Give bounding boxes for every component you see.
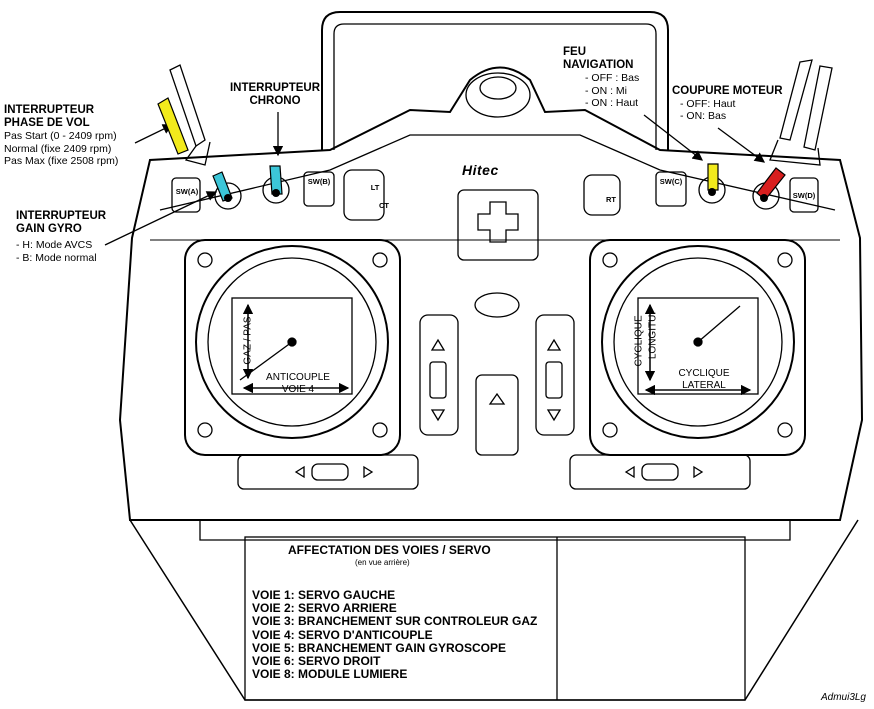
chrono-title1: INTERRUPTEUR xyxy=(229,82,321,94)
yellow-lever-left xyxy=(157,97,189,155)
yellow-lever-right xyxy=(707,163,719,191)
phase-title2: PHASE DE VOL xyxy=(4,117,90,130)
chrono-annotation: INTERRUPTEUR CHRONO xyxy=(225,82,325,108)
right-horizontal-label2: LATERAL xyxy=(682,380,726,391)
gyro-title2: GAIN GYRO xyxy=(16,223,82,236)
neck-dome xyxy=(465,72,531,118)
sw-c-label: SW(C) xyxy=(659,177,683,186)
rt-label: RT xyxy=(606,195,616,204)
trim-left xyxy=(419,314,459,436)
coupure-line1: - OFF: Haut xyxy=(680,98,736,111)
channel-table xyxy=(244,536,746,701)
phase-line3: Pas Max (fixe 2508 rpm) xyxy=(4,154,119,167)
coupure-line2: - ON: Bas xyxy=(680,110,727,123)
chrono-title2: CHRONO xyxy=(249,95,301,108)
channel-row: VOIE 4: SERVO D'ANTICOUPLE xyxy=(252,627,433,642)
trim-right xyxy=(535,314,575,436)
feu-annotation: FEU NAVIGATION - OFF : Bas - ON : Mi - O… xyxy=(563,46,639,109)
dpad xyxy=(477,201,519,243)
right-horizontal-label1: CYCLIQUE xyxy=(678,368,730,379)
channel-row: VOIE 6: SERVO DROIT xyxy=(252,654,381,669)
feu-line1: - OFF : Bas xyxy=(585,72,640,85)
trim-bottom-left xyxy=(237,454,419,490)
lt-label: LT xyxy=(370,183,380,192)
sw-c-housing xyxy=(655,171,687,207)
phase-annotation: INTERRUPTEUR PHASE DE VOL Pas Start (0 -… xyxy=(4,104,118,167)
feu-title1: FEU xyxy=(563,46,586,58)
sw-d-housing xyxy=(789,177,819,213)
left-horizontal-label2: VOIE 4 xyxy=(281,384,315,395)
sw-a-housing xyxy=(171,177,201,213)
antenna-right-2 xyxy=(803,65,833,151)
table-subtitle: (en vue arrière) xyxy=(355,558,410,567)
trim-bottom-right xyxy=(569,454,751,490)
feu-title2: NAVIGATION xyxy=(563,59,634,72)
sw-a-label: SW(A) xyxy=(175,187,199,196)
channel-row: VOIE 5: BRANCHEMENT GAIN GYROSCOPE xyxy=(252,640,507,655)
left-horizontal-label1: ANTICOUPLE xyxy=(266,372,330,383)
phase-title1: INTERRUPTEUR xyxy=(4,104,95,116)
gyro-title1: INTERRUPTEUR xyxy=(16,210,107,222)
coupure-title: COUPURE MOTEUR xyxy=(672,85,783,97)
table-title: AFFECTATION DES VOIES / SERVO xyxy=(288,543,491,557)
channel-list: VOIE 1: SERVO GAUCHE VOIE 2: SERVO ARRIE… xyxy=(252,588,538,682)
antenna-left xyxy=(169,64,206,148)
phase-line2: Normal (fixe 2409 rpm) xyxy=(4,142,112,155)
ct-label: CT xyxy=(379,201,389,210)
trim-center xyxy=(475,374,519,456)
channel-row: VOIE 3: BRANCHEMENT SUR CONTROLEUR GAZ xyxy=(252,614,538,629)
gyro-annotation: INTERRUPTEUR GAIN GYRO - H: Mode AVCS - … xyxy=(16,210,106,264)
feu-line2: - ON : Mi xyxy=(585,84,627,97)
cyan-lever-b xyxy=(269,165,283,195)
rt-knob-housing xyxy=(583,174,621,216)
feu-line3: - ON : Haut xyxy=(585,96,639,109)
transmitter-body xyxy=(118,66,864,521)
gimbal-right xyxy=(589,239,806,456)
lt-knob-housing xyxy=(343,169,385,221)
channel-row: VOIE 8: MODULE LUMIERE xyxy=(252,667,408,682)
coupure-annotation: COUPURE MOTEUR - OFF: Haut - ON: Bas xyxy=(672,85,783,122)
channel-row: VOIE 2: SERVO ARRIERE xyxy=(252,601,397,616)
signature: Admui3Lg xyxy=(820,691,866,703)
antenna-right-1 xyxy=(779,59,813,141)
carry-handle xyxy=(321,11,669,150)
sw-b-label: SW(B) xyxy=(307,177,331,186)
left-vertical-label: GAZ / PAS xyxy=(242,316,254,365)
brand-logo: Hitec xyxy=(462,162,499,178)
channel-row: VOIE 1: SERVO GAUCHE xyxy=(252,588,396,602)
gimbal-left xyxy=(184,239,401,456)
sw-b-housing xyxy=(303,171,335,207)
right-vertical-label2: LONGITU. xyxy=(647,311,659,360)
sw-d-label: SW(D) xyxy=(792,191,816,200)
center-panel xyxy=(457,189,539,261)
gyro-line2: - B: Mode normal xyxy=(16,251,97,264)
phase-line1: Pas Start (0 - 2409 rpm) xyxy=(4,130,117,143)
right-vertical-label1: CYCLIQUE xyxy=(633,315,645,367)
gyro-line1: - H: Mode AVCS xyxy=(16,239,93,252)
